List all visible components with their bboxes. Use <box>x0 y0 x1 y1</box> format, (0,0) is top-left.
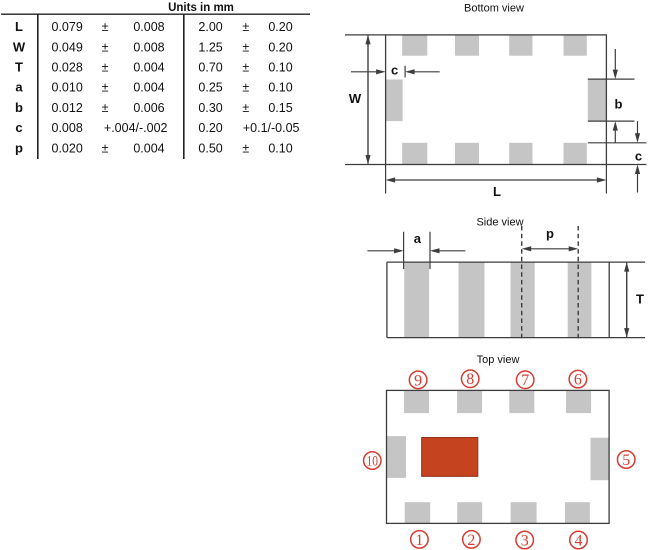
svg-text:0.049: 0.049 <box>52 40 83 54</box>
svg-text:±: ± <box>102 61 109 75</box>
svg-text:±: ± <box>242 141 249 155</box>
svg-text:2: 2 <box>467 532 475 549</box>
svg-text:c: c <box>391 63 398 78</box>
svg-text:c: c <box>635 148 642 163</box>
svg-text:c: c <box>15 120 22 135</box>
svg-text:0.008: 0.008 <box>52 121 83 135</box>
svg-text:0.20: 0.20 <box>268 40 292 54</box>
svg-text:Units in mm: Units in mm <box>168 2 234 14</box>
svg-text:4: 4 <box>575 532 583 549</box>
svg-text:1.25: 1.25 <box>198 40 222 54</box>
svg-text:T: T <box>15 60 23 75</box>
svg-text:0.15: 0.15 <box>268 101 292 115</box>
svg-text:L: L <box>15 19 23 34</box>
svg-text:10: 10 <box>367 454 379 470</box>
svg-text:0.20: 0.20 <box>198 121 222 135</box>
svg-text:±: ± <box>102 40 109 54</box>
svg-text:6: 6 <box>574 372 582 389</box>
svg-text:1: 1 <box>415 532 423 549</box>
svg-text:Bottom view: Bottom view <box>464 3 524 15</box>
svg-text:0.012: 0.012 <box>52 101 83 115</box>
svg-text:9: 9 <box>414 372 422 389</box>
svg-text:0.30: 0.30 <box>198 101 222 115</box>
svg-text:5: 5 <box>622 452 630 469</box>
svg-text:0.25: 0.25 <box>198 81 222 95</box>
svg-text:0.028: 0.028 <box>52 61 83 75</box>
svg-text:W: W <box>13 39 26 54</box>
svg-text:a: a <box>15 80 23 95</box>
svg-text:0.004: 0.004 <box>133 141 164 155</box>
svg-text:b: b <box>615 96 623 111</box>
svg-text:0.20: 0.20 <box>268 20 292 34</box>
svg-text:0.006: 0.006 <box>133 101 164 115</box>
svg-text:0.10: 0.10 <box>268 81 292 95</box>
svg-text:a: a <box>414 231 422 246</box>
svg-text:0.50: 0.50 <box>198 141 222 155</box>
svg-text:7: 7 <box>521 372 529 389</box>
svg-text:p: p <box>546 226 554 241</box>
svg-text:±: ± <box>242 61 249 75</box>
svg-text:±: ± <box>242 40 249 54</box>
svg-text:0.008: 0.008 <box>133 40 164 54</box>
svg-text:0.004: 0.004 <box>133 61 164 75</box>
svg-text:0.70: 0.70 <box>198 61 222 75</box>
svg-text:T: T <box>636 292 644 307</box>
svg-text:0.10: 0.10 <box>268 141 292 155</box>
svg-text:p: p <box>15 140 23 155</box>
svg-text:3: 3 <box>521 532 529 549</box>
svg-text:±: ± <box>102 141 109 155</box>
svg-text:±: ± <box>242 20 249 34</box>
svg-text:±: ± <box>102 101 109 115</box>
svg-text:0.004: 0.004 <box>133 81 164 95</box>
svg-text:Side view: Side view <box>476 217 523 229</box>
svg-text:Top view: Top view <box>477 354 520 366</box>
svg-text:8: 8 <box>466 371 474 388</box>
svg-text:0.079: 0.079 <box>52 20 83 34</box>
svg-text:0.008: 0.008 <box>133 20 164 34</box>
svg-text:+.004/-.002: +.004/-.002 <box>104 121 168 135</box>
svg-text:2.00: 2.00 <box>198 20 222 34</box>
svg-text:0.020: 0.020 <box>52 141 83 155</box>
svg-text:±: ± <box>102 20 109 34</box>
svg-text:±: ± <box>242 81 249 95</box>
svg-text:0.10: 0.10 <box>268 61 292 75</box>
svg-text:±: ± <box>242 101 249 115</box>
svg-text:+0.1/-0.05: +0.1/-0.05 <box>243 121 300 135</box>
svg-text:W: W <box>349 91 362 106</box>
svg-text:b: b <box>15 100 23 115</box>
svg-text:L: L <box>493 184 501 199</box>
svg-text:±: ± <box>102 81 109 95</box>
svg-text:0.010: 0.010 <box>52 81 83 95</box>
